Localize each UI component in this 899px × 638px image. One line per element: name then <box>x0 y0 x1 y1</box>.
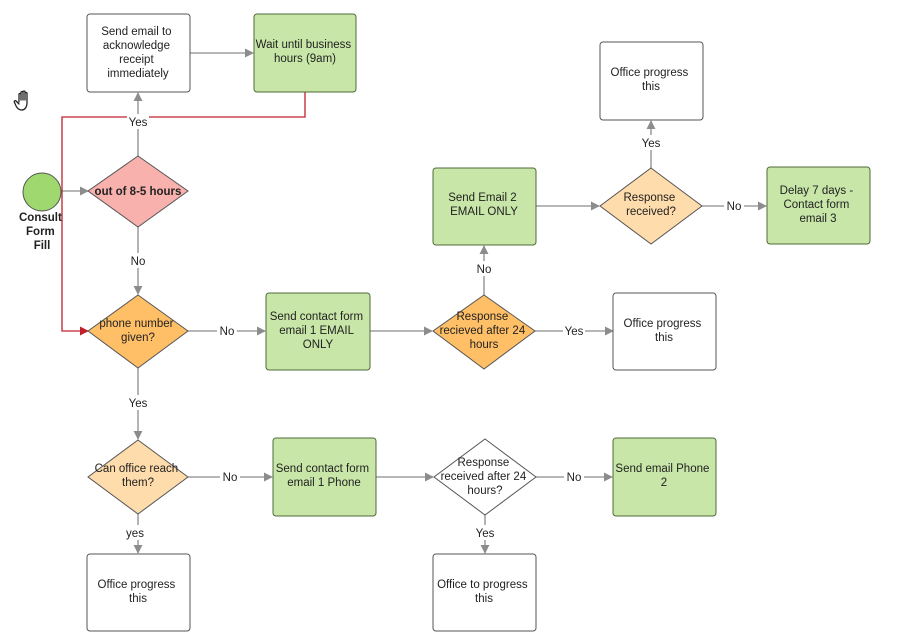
node-label-line: 2 <box>661 477 667 489</box>
node-label-line: hours (9am) <box>274 53 336 65</box>
decision-label: Response received? <box>624 192 679 218</box>
node-label: Send contact form email 1 EMAIL ONLY <box>270 311 367 351</box>
node-label-line: email 3 <box>799 213 836 225</box>
edge-label-can-reach-yes: yes <box>126 528 144 540</box>
decision-out-of-hours[interactable]: out of 8-5 hours <box>87 155 189 228</box>
decision-label: Can office reach them? <box>95 463 182 489</box>
node-label: Office progress this <box>98 579 179 605</box>
node-wait-business-hours[interactable]: Wait until business hours (9am) <box>253 13 357 93</box>
node-label-line: Wait until business <box>256 39 352 51</box>
node-send-email-phone-2[interactable]: Send email Phone 2 <box>612 437 717 517</box>
decision-can-office-reach[interactable]: Can office reach them? <box>87 439 189 515</box>
edge-label-response-bottom-yes: Yes <box>476 528 495 540</box>
decision-label-line: Response <box>457 311 509 323</box>
decision-label: out of 8-5 hours <box>95 186 182 198</box>
edge-label-can-reach-no: No <box>223 472 238 484</box>
node-label: Wait until business hours (9am) <box>256 39 355 65</box>
decision-label-line: hours <box>470 339 499 351</box>
node-label: Office to progress this <box>437 579 531 605</box>
node-label-line: Delay 7 days - <box>780 185 854 197</box>
hand-icon[interactable] <box>13 90 28 111</box>
decision-response-after-24-bottom[interactable]: Response received after 24 hours? <box>433 438 537 516</box>
start-label-line: Consult <box>19 212 62 224</box>
start-node[interactable]: Consult Form Fill <box>19 172 65 252</box>
start-label-line: Form <box>26 226 55 238</box>
node-label-line: ONLY <box>303 339 334 351</box>
node-label-line: Send Email 2 <box>448 192 516 204</box>
node-label: Office progress this <box>611 67 692 93</box>
decision-label-line: Response <box>624 192 676 204</box>
node-label: Delay 7 days - Contact form email 3 <box>780 185 857 225</box>
node-office-progress-mid[interactable]: Office progress this <box>612 292 717 371</box>
edge-label-out-of-hours-no: No <box>131 256 146 268</box>
edge-label-response-top-no: No <box>727 201 742 213</box>
node-label: Office progress this <box>624 318 705 344</box>
node-label: Send email to acknowledge receipt immedi… <box>101 26 175 80</box>
node-contact-email-1-phone[interactable]: Send contact form email 1 Phone <box>272 437 377 517</box>
node-label-line: Send email Phone <box>615 463 709 475</box>
node-contact-email-1-only[interactable]: Send contact form email 1 EMAIL ONLY <box>265 292 371 371</box>
decision-label-line: hours? <box>467 485 502 497</box>
decision-label: Response recieved after 24 hours <box>440 311 529 351</box>
node-label: Send Email 2 EMAIL ONLY <box>448 192 520 218</box>
node-label: Send email Phone 2 <box>615 463 712 489</box>
node-office-progress-bottom-left[interactable]: Office progress this <box>86 553 191 632</box>
decision-label-line: Response <box>458 457 510 469</box>
decision-response-after-24-mid[interactable]: Response recieved after 24 hours <box>432 294 536 370</box>
edge-label-out-of-hours-yes: Yes <box>129 117 148 129</box>
node-send-email-2[interactable]: Send Email 2 EMAIL ONLY <box>432 167 537 246</box>
edge-label-response-mid-no: No <box>477 264 492 276</box>
node-label-line: this <box>129 593 147 605</box>
node-label-line: acknowledge <box>103 40 170 52</box>
edge-label-phone-given-yes: Yes <box>129 398 148 410</box>
node-office-to-progress[interactable]: Office to progress this <box>432 553 537 632</box>
node-label-line: email 1 EMAIL <box>279 325 354 337</box>
decision-label-line: Can office reach <box>95 463 179 475</box>
decision-label-line: them? <box>122 477 154 489</box>
node-label-line: Office progress <box>98 579 176 591</box>
edge-wait-to-phone-given <box>61 92 306 336</box>
decision-label-line: phone number <box>99 318 173 330</box>
node-label-line: Office progress <box>611 67 689 79</box>
decision-label: phone number given? <box>99 318 176 344</box>
edge-label-response-mid-yes: Yes <box>565 326 584 338</box>
decision-label-line: given? <box>121 332 155 344</box>
node-send-ack-email[interactable]: Send email to acknowledge receipt immedi… <box>86 13 191 93</box>
node-label-line: immediately <box>107 68 169 80</box>
node-label-line: Contact form <box>783 199 849 211</box>
node-label-line: this <box>642 81 660 93</box>
edge-label-response-top-yes: Yes <box>642 138 661 150</box>
nodes: Consult Form Fill Send email to acknowle… <box>19 13 871 632</box>
node-label-line: EMAIL ONLY <box>450 206 518 218</box>
node-label-line: this <box>475 593 493 605</box>
node-label-line: Office to progress <box>437 579 528 591</box>
start-label-line: Fill <box>34 240 51 252</box>
decision-label-line: received after 24 <box>441 471 527 483</box>
decision-response-received-top[interactable]: Response received? <box>599 167 703 245</box>
decision-phone-given[interactable]: phone number given? <box>87 294 189 369</box>
edge-label-response-bottom-no: No <box>567 472 582 484</box>
node-label-line: this <box>655 332 673 344</box>
node-label-line: email 1 Phone <box>287 477 361 489</box>
node-delay-7-days[interactable]: Delay 7 days - Contact form email 3 <box>766 166 871 245</box>
node-office-progress-top[interactable]: Office progress this <box>599 41 704 121</box>
decision-label-line: received? <box>626 206 676 218</box>
node-label-line: Office progress <box>624 318 702 330</box>
node-label-line: receipt <box>119 54 154 66</box>
node-label-line: Send contact form <box>276 463 369 475</box>
edge-labels: Yes No No Yes Yes No Yes No No yes No Ye… <box>124 114 744 540</box>
edge-label-phone-given-no: No <box>220 326 235 338</box>
decision-label: Response received after 24 hours? <box>441 457 530 497</box>
node-label-line: Send email to <box>101 26 171 38</box>
node-label-line: Send contact form <box>270 311 363 323</box>
decision-label-line: recieved after 24 <box>440 325 526 337</box>
start-node-label: Consult Form Fill <box>19 212 65 252</box>
node-label: Send contact form email 1 Phone <box>276 463 373 489</box>
